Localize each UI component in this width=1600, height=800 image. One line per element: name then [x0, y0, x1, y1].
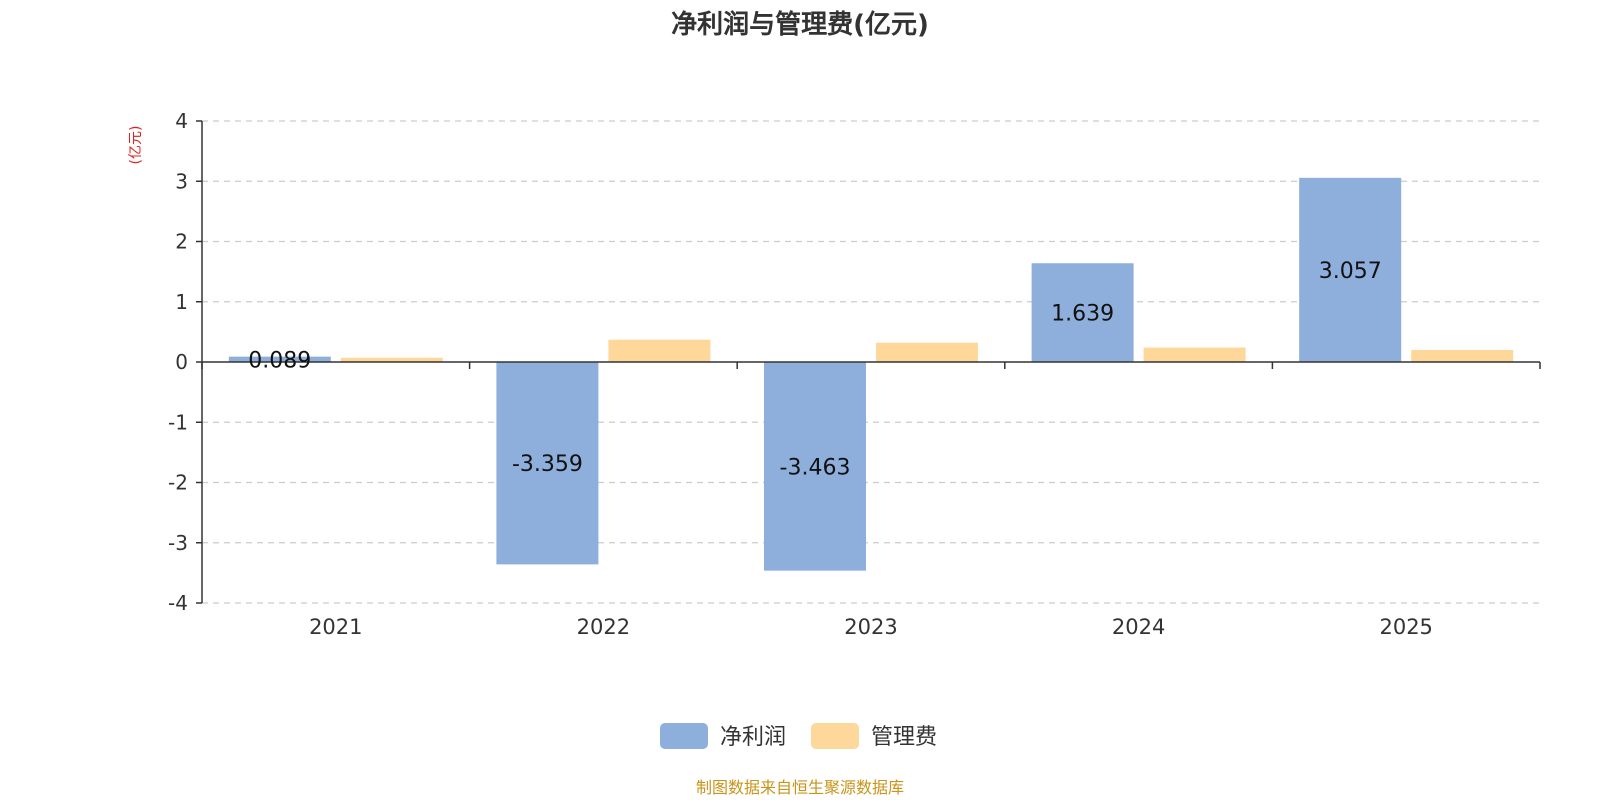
chart-title: 净利润与管理费(亿元) — [671, 9, 929, 40]
x-category-label: 2023 — [844, 615, 897, 639]
admin-expense-bar — [876, 342, 978, 362]
legend-item-label: 管理费 — [871, 725, 937, 750]
net-profit-value-label: 1.639 — [1051, 302, 1114, 327]
admin-expense-bar — [1143, 347, 1246, 362]
net-profit-bar — [1299, 177, 1402, 362]
y-tick-label: 1 — [175, 290, 188, 314]
net-profit-bar — [764, 362, 866, 571]
source-note: 制图数据来自恒生聚源数据库 — [696, 778, 904, 797]
axes: 4 3 2 1 0 -1 -2 -3 -4 — [168, 109, 1541, 615]
y-tick-label: -1 — [168, 410, 188, 434]
y-tick-label: 4 — [175, 109, 188, 133]
y-tick-label: 3 — [175, 169, 188, 193]
net-profit-bar — [228, 356, 331, 362]
bars — [228, 177, 1514, 571]
y-tick-label: -3 — [168, 531, 188, 555]
net-profit-value-label: 3.057 — [1319, 259, 1382, 284]
net-profit-value-label: -3.359 — [512, 452, 583, 477]
y-tick-label: 2 — [175, 230, 188, 254]
net-profit-bar — [1031, 263, 1134, 362]
legend-item-label: 净利润 — [720, 725, 786, 750]
net-profit-value-label: 0.089 — [248, 348, 311, 373]
x-category-label: 2022 — [577, 615, 630, 639]
legend-swatch — [811, 723, 859, 749]
y-axis-unit-label: (亿元) — [128, 126, 144, 165]
legend-swatch — [660, 723, 708, 749]
data-labels: 2021 2022 2023 2024 2025 0.089 -3.359 -3.463 1.6… — [248, 259, 1433, 639]
x-category-label: 2025 — [1379, 615, 1432, 639]
admin-expense-bar — [1411, 349, 1514, 362]
y-tick-label: 0 — [175, 350, 188, 374]
y-tick-label: -2 — [168, 471, 188, 495]
y-tick-label: -4 — [168, 591, 188, 615]
x-category-label: 2024 — [1112, 615, 1165, 639]
legend[interactable]: 净利润 管理费 — [660, 723, 937, 750]
net-profit-bar — [496, 362, 599, 565]
admin-expense-bar — [340, 357, 443, 362]
net-profit-value-label: -3.463 — [780, 455, 851, 480]
x-category-label: 2021 — [309, 615, 362, 639]
admin-expense-bar — [608, 339, 711, 362]
